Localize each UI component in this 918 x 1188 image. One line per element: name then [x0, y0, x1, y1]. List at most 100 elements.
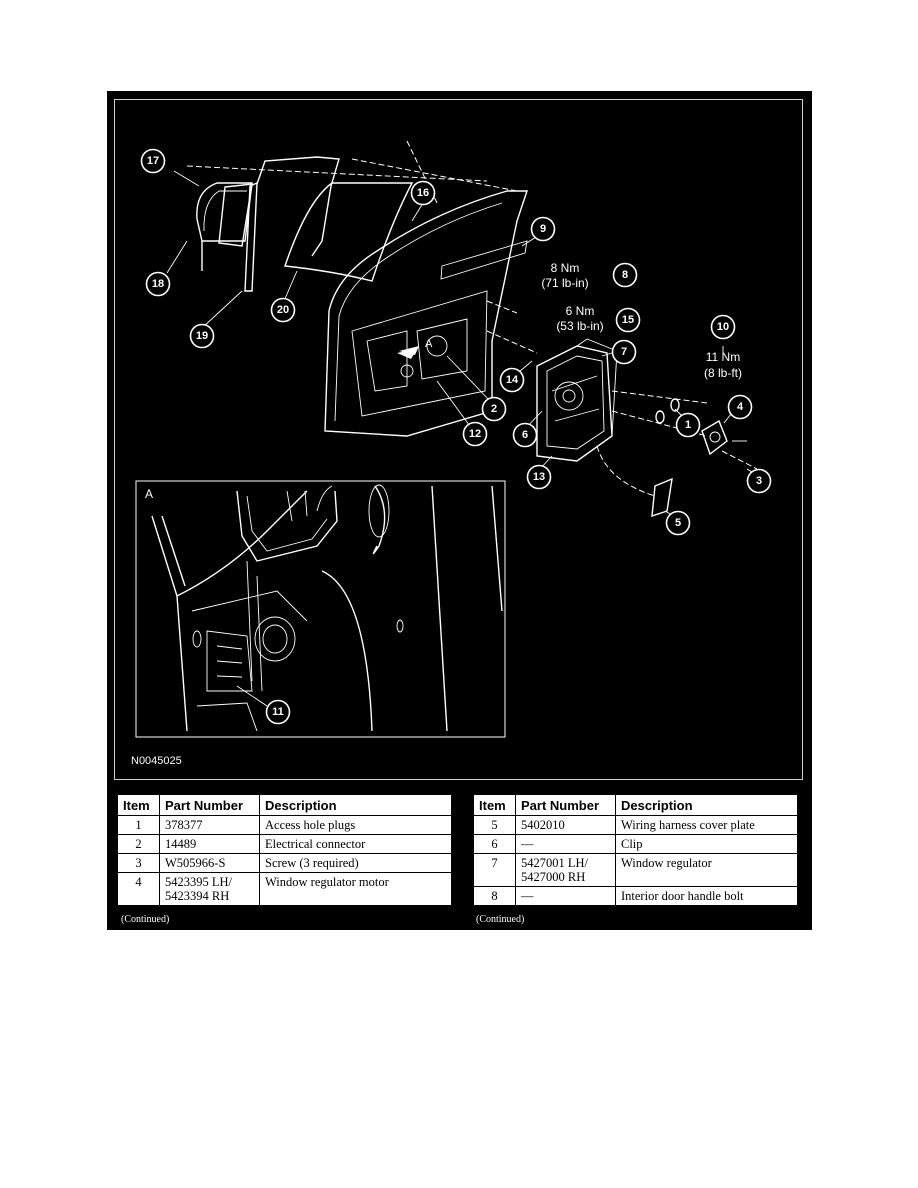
table-row: 8 — Interior door handle bolt: [473, 886, 798, 906]
parts-table-right: Item Part Number Description 5 5402010 W…: [473, 794, 798, 906]
callout-17: 17: [140, 148, 166, 174]
cell-item: 2: [117, 834, 160, 854]
cell-desc: Access hole plugs: [259, 815, 452, 835]
callout-18: 18: [145, 271, 171, 297]
cell-item: 3: [117, 853, 160, 873]
header-item: Item: [117, 794, 160, 816]
svg-text:12: 12: [469, 428, 481, 440]
header-description: Description: [615, 794, 798, 816]
header-description: Description: [259, 794, 452, 816]
cell-desc: Electrical connector: [259, 834, 452, 854]
svg-text:16: 16: [417, 187, 429, 199]
quarter-glass-pane: [218, 183, 253, 247]
callout-19: 19: [189, 323, 215, 349]
callout-7: 7: [611, 339, 637, 365]
cell-part: —: [515, 834, 616, 854]
exploded-diagram: 17 18 19 20 16 9 8 15 10 7 14 2 12 6 13 …: [131, 140, 772, 767]
svg-text:8: 8: [622, 269, 628, 281]
glass-run-channel: [244, 181, 258, 292]
svg-text:19: 19: [196, 330, 208, 342]
figure-code: N0045025: [131, 755, 182, 767]
callout-6: 6: [512, 422, 538, 448]
table-row: 1 378377 Access hole plugs: [117, 815, 452, 835]
callout-13: 13: [526, 464, 552, 490]
table-header-row: Item Part Number Description: [473, 794, 798, 816]
inset-label: A: [145, 487, 153, 501]
callout-4: 4: [727, 394, 753, 420]
cell-item: 1: [117, 815, 160, 835]
cell-desc: Window regulator motor: [259, 872, 452, 906]
callout-20: 20: [270, 297, 296, 323]
door-glass: [284, 182, 414, 282]
callout-2: 2: [481, 396, 507, 422]
torque-15-imp: (53 lb-in): [556, 319, 603, 333]
svg-text:7: 7: [621, 346, 627, 358]
header-item: Item: [473, 794, 516, 816]
cell-item: 6: [473, 834, 516, 854]
view-arrow: [399, 346, 419, 355]
parts-table-left: Item Part Number Description 1 378377 Ac…: [117, 794, 452, 906]
svg-text:6: 6: [522, 429, 528, 441]
header-part-number: Part Number: [515, 794, 616, 816]
torque-10-nm: 11 Nm: [706, 350, 740, 364]
table-row: 2 14489 Electrical connector: [117, 834, 452, 854]
cell-desc: Wiring harness cover plate: [615, 815, 798, 835]
svg-text:14: 14: [506, 374, 519, 386]
cell-item: 8: [473, 886, 516, 906]
header-part-number: Part Number: [159, 794, 260, 816]
belt-seal: [256, 156, 340, 257]
cell-desc: Screw (3 required): [259, 853, 452, 873]
cell-item: 7: [473, 853, 516, 887]
table-row: 4 5423395 LH/ 5423394 RH Window regulato…: [117, 872, 452, 906]
torque-8-nm: 8 Nm: [551, 261, 580, 275]
svg-text:4: 4: [737, 401, 744, 413]
cell-desc: Clip: [615, 834, 798, 854]
window-regulator: [536, 338, 618, 462]
callout-12: 12: [462, 421, 488, 447]
continued-note-left: (Continued): [121, 914, 170, 925]
callout-5: 5: [665, 510, 691, 536]
cell-part: 5402010: [515, 815, 616, 835]
svg-text:3: 3: [756, 475, 762, 487]
view-marker-label: A: [425, 338, 433, 350]
cell-part: 5423395 LH/ 5423394 RH: [159, 872, 260, 906]
door-shell: [324, 190, 528, 437]
cell-part: 5427001 LH/ 5427000 RH: [515, 853, 616, 887]
svg-text:20: 20: [277, 304, 289, 316]
svg-text:17: 17: [147, 155, 159, 167]
access-plug-2: [655, 410, 665, 424]
table-row: 3 W505966-S Screw (3 required): [117, 853, 452, 873]
table-row: 5 5402010 Wiring harness cover plate: [473, 815, 798, 835]
svg-text:13: 13: [533, 471, 545, 483]
cell-item: 5: [473, 815, 516, 835]
svg-text:2: 2: [491, 403, 497, 415]
svg-text:9: 9: [540, 223, 546, 235]
cell-desc: Interior door handle bolt: [615, 886, 798, 906]
svg-text:10: 10: [717, 321, 729, 333]
callout-8: 8: [612, 262, 638, 288]
cell-part: —: [515, 886, 616, 906]
torque-15-nm: 6 Nm: [566, 304, 595, 318]
callout-1: 1: [675, 412, 701, 438]
table-row: 6 — Clip: [473, 834, 798, 854]
cell-part: W505966-S: [159, 853, 260, 873]
callout-3: 3: [746, 468, 772, 494]
table-header-row: Item Part Number Description: [117, 794, 452, 816]
torque-8-imp: (71 lb-in): [541, 276, 588, 290]
continued-note-right: (Continued): [476, 914, 525, 925]
torque-10-imp: (8 lb-ft): [704, 366, 742, 380]
callout-9: 9: [530, 216, 556, 242]
exploded-view-figure: 17 18 19 20 16 9 8 1 5 10 7 14 2 12 6 1 3 …: [107, 91, 812, 930]
svg-text:11: 11: [272, 706, 284, 718]
callout-14: 14: [499, 367, 525, 393]
callout-11: 11: [265, 699, 291, 725]
svg-text:5: 5: [675, 517, 681, 529]
svg-text:1: 1: [685, 419, 691, 431]
callout-16: 16: [410, 180, 436, 206]
cell-desc: Window regulator: [615, 853, 798, 887]
inset-detail-a: A: [135, 480, 506, 738]
callout-10: 10: [710, 314, 736, 340]
wiring-harness-cover: [651, 477, 673, 518]
svg-text:18: 18: [152, 278, 164, 290]
cell-item: 4: [117, 872, 160, 906]
